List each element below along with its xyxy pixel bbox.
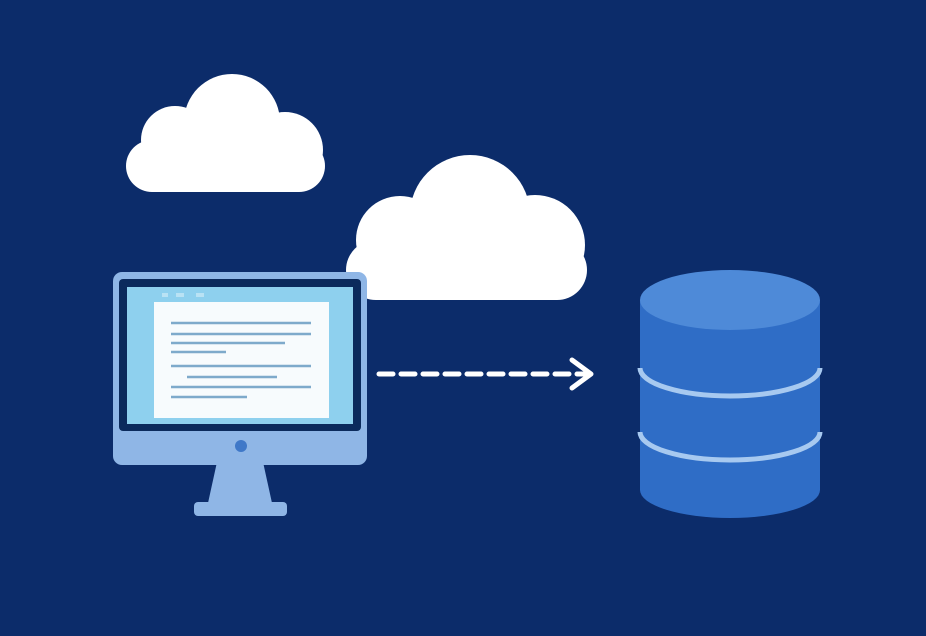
monitor-stand xyxy=(208,462,272,503)
document-text-lines xyxy=(171,321,311,399)
database-band xyxy=(637,431,823,463)
database-band xyxy=(637,367,823,399)
cloud-icon xyxy=(126,74,325,192)
computer-monitor-icon xyxy=(113,272,367,516)
document xyxy=(154,302,329,418)
window-controls xyxy=(162,293,204,297)
cloud-icon xyxy=(346,155,587,300)
database-icon xyxy=(637,270,823,518)
power-button xyxy=(235,440,247,452)
monitor-base xyxy=(194,502,287,516)
database-top xyxy=(640,270,820,330)
dashed-arrow-icon xyxy=(376,357,594,391)
